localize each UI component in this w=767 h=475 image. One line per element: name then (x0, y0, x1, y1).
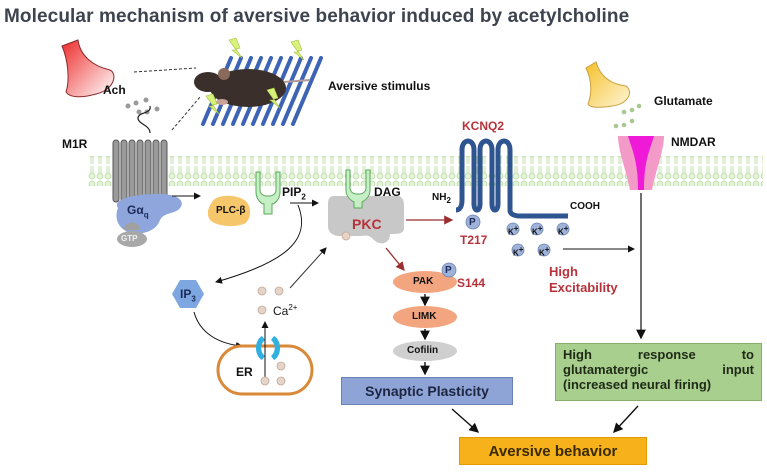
calcium-ions (257, 286, 286, 386)
diagram-title: Molecular mechanism of aversive behavior… (4, 6, 630, 27)
kcnq2-channel-icon (455, 138, 568, 219)
glutamatergic-response-box: High response to glutamatergic input (in… (555, 343, 762, 401)
glutamatergic-line1: High response to (563, 347, 754, 362)
nmdar-label: NMDAR (671, 135, 716, 149)
p-label-s144: P (445, 265, 452, 276)
k-ion-label: K+ (558, 224, 569, 237)
pip2-label: PIP2 (282, 185, 306, 202)
p-label-t217: P (469, 217, 476, 228)
ach-terminal-icon (61, 39, 115, 98)
m1r-label: M1R (62, 137, 88, 151)
pkc-shape (328, 196, 404, 244)
glutamatergic-line2: glutamatergic input (563, 362, 754, 377)
high-excitability-line2: Excitability (549, 280, 618, 295)
ip3-receptor-channel-icon (256, 336, 280, 360)
aversive-stimulus-label: Aversive stimulus (328, 79, 431, 93)
dag-label: DAG (374, 185, 401, 199)
nh2-label: NH2 (432, 192, 451, 205)
mouse-icon (194, 68, 311, 107)
pak-shape (393, 271, 457, 293)
g-alpha-label: Gαq (127, 203, 149, 220)
glutamate-molecules (613, 103, 642, 129)
plc-beta-label: PLC-β (216, 205, 246, 216)
limk-label: LIMK (412, 311, 437, 322)
k-ion-label: K+ (539, 245, 550, 258)
k-ion-label: K+ (513, 245, 524, 258)
phospho-s144 (441, 262, 457, 278)
k-ion-label: K+ (532, 224, 543, 237)
k-ions (506, 222, 570, 257)
cooh-label: COOH (570, 201, 600, 212)
ach-label: Ach (103, 83, 126, 97)
plc-beta-shape (207, 195, 250, 227)
pak-label: PAK (413, 276, 434, 287)
k-ion-label: K+ (508, 224, 519, 237)
glutamate-label: Glutamate (654, 94, 713, 108)
glutamate-terminal-icon (585, 61, 630, 108)
cofilin-label: Cofilin (407, 345, 439, 356)
gtp-label: GTP (121, 234, 138, 243)
pip2-icon (255, 171, 281, 215)
m1r-receptor-icon (112, 139, 168, 203)
dag-icon (345, 169, 371, 209)
er-label: ER (236, 365, 253, 379)
lightning-icons (205, 37, 305, 115)
aversive-behavior-box: Aversive behavior (459, 437, 647, 465)
t217-label: T217 (460, 233, 488, 247)
glutamatergic-line3: (increased neural firing) (563, 377, 712, 392)
phospho-t217 (465, 214, 481, 230)
gtp-shape (117, 231, 147, 247)
m1r-tail (137, 105, 151, 134)
cell-membrane (88, 156, 763, 186)
ip3-hexagon (172, 280, 204, 308)
high-excitability-line1: High (549, 264, 578, 279)
s144-label: S144 (457, 276, 486, 290)
calcium-label: Ca2+ (273, 303, 298, 318)
kcnq2-label: KCNQ2 (462, 119, 505, 133)
limk-shape (393, 306, 457, 328)
ip3-label: IP3 (180, 287, 196, 304)
pkc-label: PKC (352, 216, 382, 232)
ach-molecules (125, 97, 160, 115)
cofilin-shape (393, 341, 457, 361)
synaptic-plasticity-box: Synaptic Plasticity (341, 377, 513, 405)
